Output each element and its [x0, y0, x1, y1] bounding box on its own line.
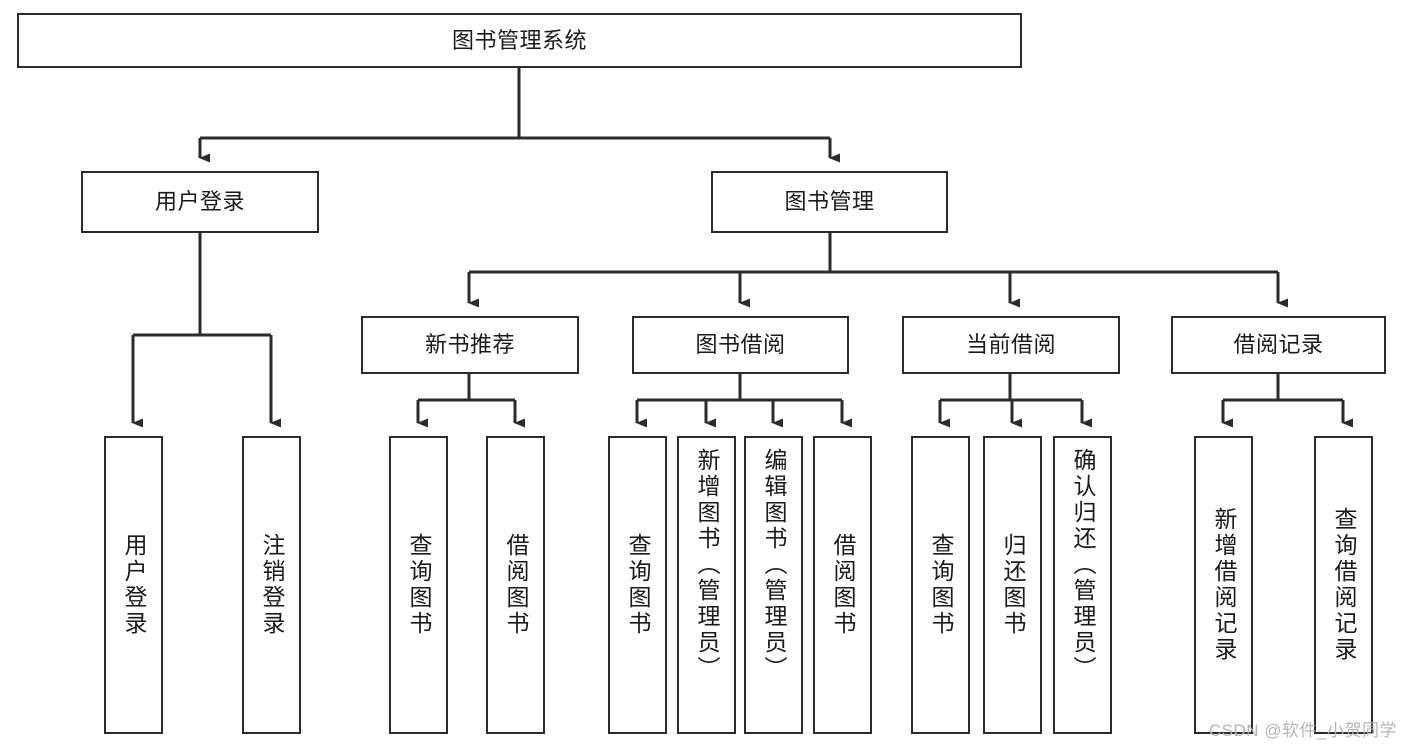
- node-leaf-borrow-book-1-label: 借阅图书: [503, 533, 529, 637]
- node-root-label: 图书管理系统: [451, 27, 587, 53]
- node-leaf-add-record-label: 新增借阅记录: [1211, 507, 1237, 663]
- node-leaf-return-book-label: 归还图书: [1000, 533, 1026, 637]
- node-book-manage[interactable]: 图书管理: [711, 171, 948, 233]
- node-new-book-recommend[interactable]: 新书推荐: [361, 316, 579, 374]
- node-leaf-query-book-3-label: 查询图书: [928, 533, 954, 637]
- node-current-borrow[interactable]: 当前借阅: [902, 316, 1120, 374]
- node-leaf-query-record[interactable]: 查询借阅记录: [1314, 436, 1373, 734]
- node-leaf-add-book-label: 新增图书（管理员）: [694, 448, 720, 682]
- node-leaf-confirm-return[interactable]: 确认归还（管理员）: [1053, 436, 1112, 734]
- node-user-login-label: 用户登录: [154, 189, 245, 215]
- node-current-borrow-label: 当前借阅: [965, 332, 1056, 358]
- watermark-text: CSDN @软件_小贺同学: [1208, 721, 1397, 740]
- node-leaf-return-book[interactable]: 归还图书: [983, 436, 1042, 734]
- node-leaf-query-book-3[interactable]: 查询图书: [911, 436, 970, 734]
- node-leaf-query-book-1[interactable]: 查询图书: [389, 436, 448, 734]
- node-leaf-query-book-1-label: 查询图书: [406, 533, 432, 637]
- node-leaf-borrow-book-1[interactable]: 借阅图书: [486, 436, 545, 734]
- node-leaf-user-login[interactable]: 用户登录: [104, 436, 163, 734]
- node-new-book-recommend-label: 新书推荐: [424, 332, 515, 358]
- node-leaf-confirm-return-label: 确认归还（管理员）: [1070, 448, 1096, 682]
- node-leaf-user-login-label: 用户登录: [121, 533, 147, 637]
- node-borrow-record-label: 借阅记录: [1233, 332, 1324, 358]
- node-leaf-add-book[interactable]: 新增图书（管理员）: [677, 436, 736, 734]
- node-user-login[interactable]: 用户登录: [81, 171, 319, 233]
- node-leaf-user-logout[interactable]: 注销登录: [242, 436, 301, 734]
- node-leaf-user-logout-label: 注销登录: [259, 533, 285, 637]
- node-leaf-borrow-book-2-label: 借阅图书: [830, 533, 856, 637]
- node-book-borrow[interactable]: 图书借阅: [632, 316, 849, 374]
- node-root[interactable]: 图书管理系统: [17, 13, 1022, 68]
- node-leaf-query-book-2[interactable]: 查询图书: [608, 436, 667, 734]
- node-leaf-query-book-2-label: 查询图书: [625, 533, 651, 637]
- node-leaf-query-record-label: 查询借阅记录: [1331, 507, 1357, 663]
- node-book-borrow-label: 图书借阅: [695, 332, 786, 358]
- node-leaf-edit-book-label: 编辑图书（管理员）: [761, 448, 787, 682]
- node-book-manage-label: 图书管理: [784, 189, 875, 215]
- node-leaf-borrow-book-2[interactable]: 借阅图书: [813, 436, 872, 734]
- node-leaf-add-record[interactable]: 新增借阅记录: [1194, 436, 1253, 734]
- node-leaf-edit-book[interactable]: 编辑图书（管理员）: [744, 436, 803, 734]
- node-borrow-record[interactable]: 借阅记录: [1171, 316, 1386, 374]
